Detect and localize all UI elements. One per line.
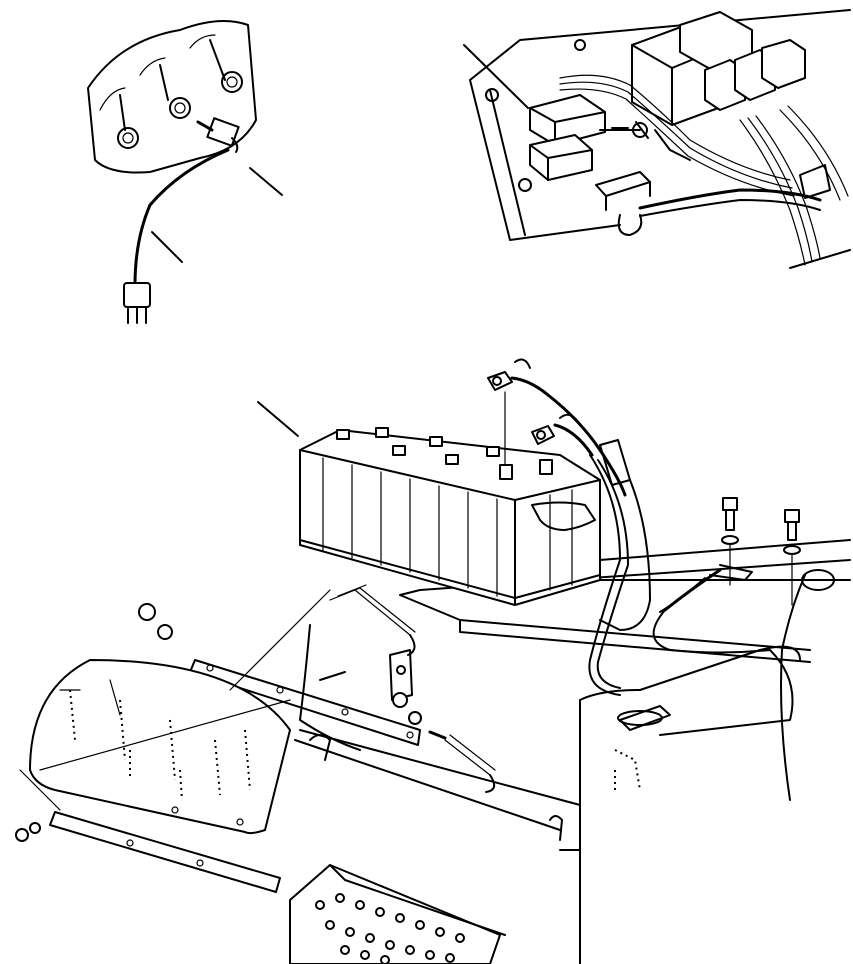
ground-strap-connector bbox=[595, 171, 822, 236]
sensor-cable bbox=[133, 148, 230, 287]
relay-module bbox=[529, 94, 606, 181]
bracket-hole bbox=[169, 97, 191, 119]
battery-handle bbox=[531, 501, 596, 531]
washer bbox=[408, 711, 422, 725]
access-step bbox=[289, 864, 506, 964]
wire-harness bbox=[559, 74, 849, 266]
leader-line bbox=[257, 401, 299, 437]
nut bbox=[392, 692, 408, 708]
temperature-sensor bbox=[196, 117, 240, 153]
fuse-holders bbox=[704, 39, 806, 111]
ground-strap bbox=[652, 564, 794, 736]
battery-assembly-view bbox=[15, 358, 851, 964]
washer bbox=[29, 822, 41, 834]
washer bbox=[157, 624, 173, 640]
battery-cable-negative bbox=[531, 413, 629, 696]
battery bbox=[299, 427, 601, 606]
nut bbox=[15, 828, 29, 842]
mounting-strip bbox=[49, 811, 281, 893]
cable-grommet bbox=[617, 705, 671, 731]
sensor-connector bbox=[123, 282, 151, 324]
step-tread-holes bbox=[315, 893, 465, 964]
cable-grommet-ring bbox=[780, 569, 835, 801]
battery-cover-shield bbox=[29, 659, 291, 835]
panel-bolt bbox=[574, 39, 586, 51]
relay-panel-view bbox=[463, 9, 851, 269]
mounting-bolt bbox=[783, 509, 801, 606]
battery-terminal bbox=[539, 459, 553, 475]
leader-line bbox=[249, 167, 283, 196]
bracket-hole bbox=[117, 127, 139, 149]
battery-terminal bbox=[499, 464, 513, 480]
nut bbox=[138, 603, 156, 621]
battery-cable-positive bbox=[487, 358, 651, 631]
battery-cell-caps bbox=[336, 427, 500, 465]
mounting-bracket-plate bbox=[87, 20, 257, 174]
bracket-hole bbox=[221, 71, 243, 93]
mounting-bolt bbox=[721, 497, 739, 586]
leader-line bbox=[151, 231, 183, 263]
panel-bolt bbox=[485, 88, 499, 102]
hold-down-rod bbox=[354, 587, 416, 701]
panel-bolt bbox=[518, 178, 532, 192]
hold-down-bar bbox=[189, 659, 421, 746]
sensor-detail-view bbox=[87, 20, 283, 324]
leader-line bbox=[463, 44, 529, 109]
